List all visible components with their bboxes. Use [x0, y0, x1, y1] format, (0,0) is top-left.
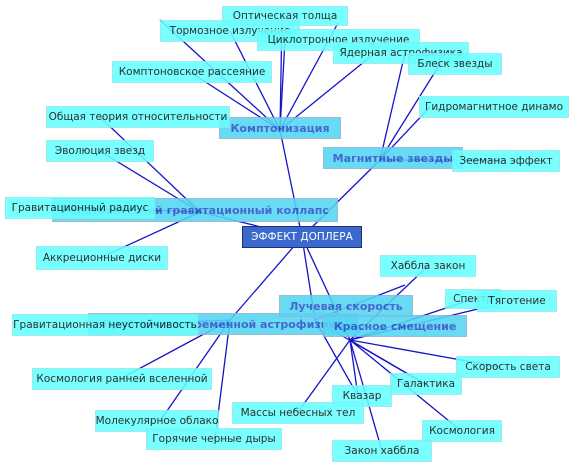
- connection-line: [301, 159, 381, 238]
- leaf-node-zeeman-effect[interactable]: Зеемана эффект: [452, 150, 560, 172]
- leaf-node-galaxy[interactable]: Галактика: [390, 373, 462, 395]
- hub-node-comptonization[interactable]: Комптонизация: [219, 117, 341, 139]
- hub-node-redshift[interactable]: Красное смещение: [323, 315, 467, 337]
- leaf-node-hubble-law[interactable]: Хаббла закон: [380, 255, 476, 277]
- leaf-node-general-relativity[interactable]: Общая теория относительности: [46, 106, 230, 128]
- leaf-node-hubble-law-2[interactable]: Закон хаббла: [332, 440, 432, 462]
- leaf-node-cosmology[interactable]: Космология: [422, 420, 502, 442]
- leaf-node-accretion-disks[interactable]: Аккреционные диски: [36, 246, 168, 270]
- leaf-node-quasar[interactable]: Квазар: [332, 385, 392, 407]
- leaf-node-star-brightness[interactable]: Блеск звезды: [408, 53, 502, 75]
- leaf-node-gravitational-radius[interactable]: Гравитационный радиус: [5, 197, 155, 219]
- connection-line: [379, 63, 441, 161]
- connection-line: [99, 116, 201, 213]
- leaf-node-speed-of-light[interactable]: Скорость света: [456, 356, 560, 378]
- connection-line: [379, 52, 406, 161]
- hub-node-magnetic-stars[interactable]: Магнитные звезды: [323, 147, 463, 169]
- connection-line: [297, 339, 351, 413]
- leaf-node-hot-black-holes[interactable]: Горячие черные дыры: [146, 428, 282, 450]
- leaf-node-gravitational-instability[interactable]: Гравитационная неустойчивость: [12, 314, 198, 336]
- leaf-node-compton-scattering[interactable]: Комптоновское рассеяние: [112, 61, 272, 83]
- center-node-doppler-effect[interactable]: ЭФФЕКТ ДОПЛЕРА: [242, 226, 362, 248]
- leaf-node-gravitation[interactable]: Тяготение: [477, 290, 557, 312]
- leaf-node-celestial-masses[interactable]: Массы небесных тел: [232, 402, 364, 424]
- leaf-node-magnetohydro-dynamo[interactable]: Гидромагнитное динамо: [419, 96, 569, 118]
- hub-node-radial-velocity[interactable]: Лучевая скорость: [279, 295, 413, 317]
- connection-line: [229, 236, 303, 321]
- leaf-node-early-universe-cosmology[interactable]: Космология ранней вселенной: [32, 368, 212, 390]
- connection-line: [279, 39, 286, 131]
- leaf-node-star-evolution[interactable]: Эволюция звезд: [46, 140, 154, 162]
